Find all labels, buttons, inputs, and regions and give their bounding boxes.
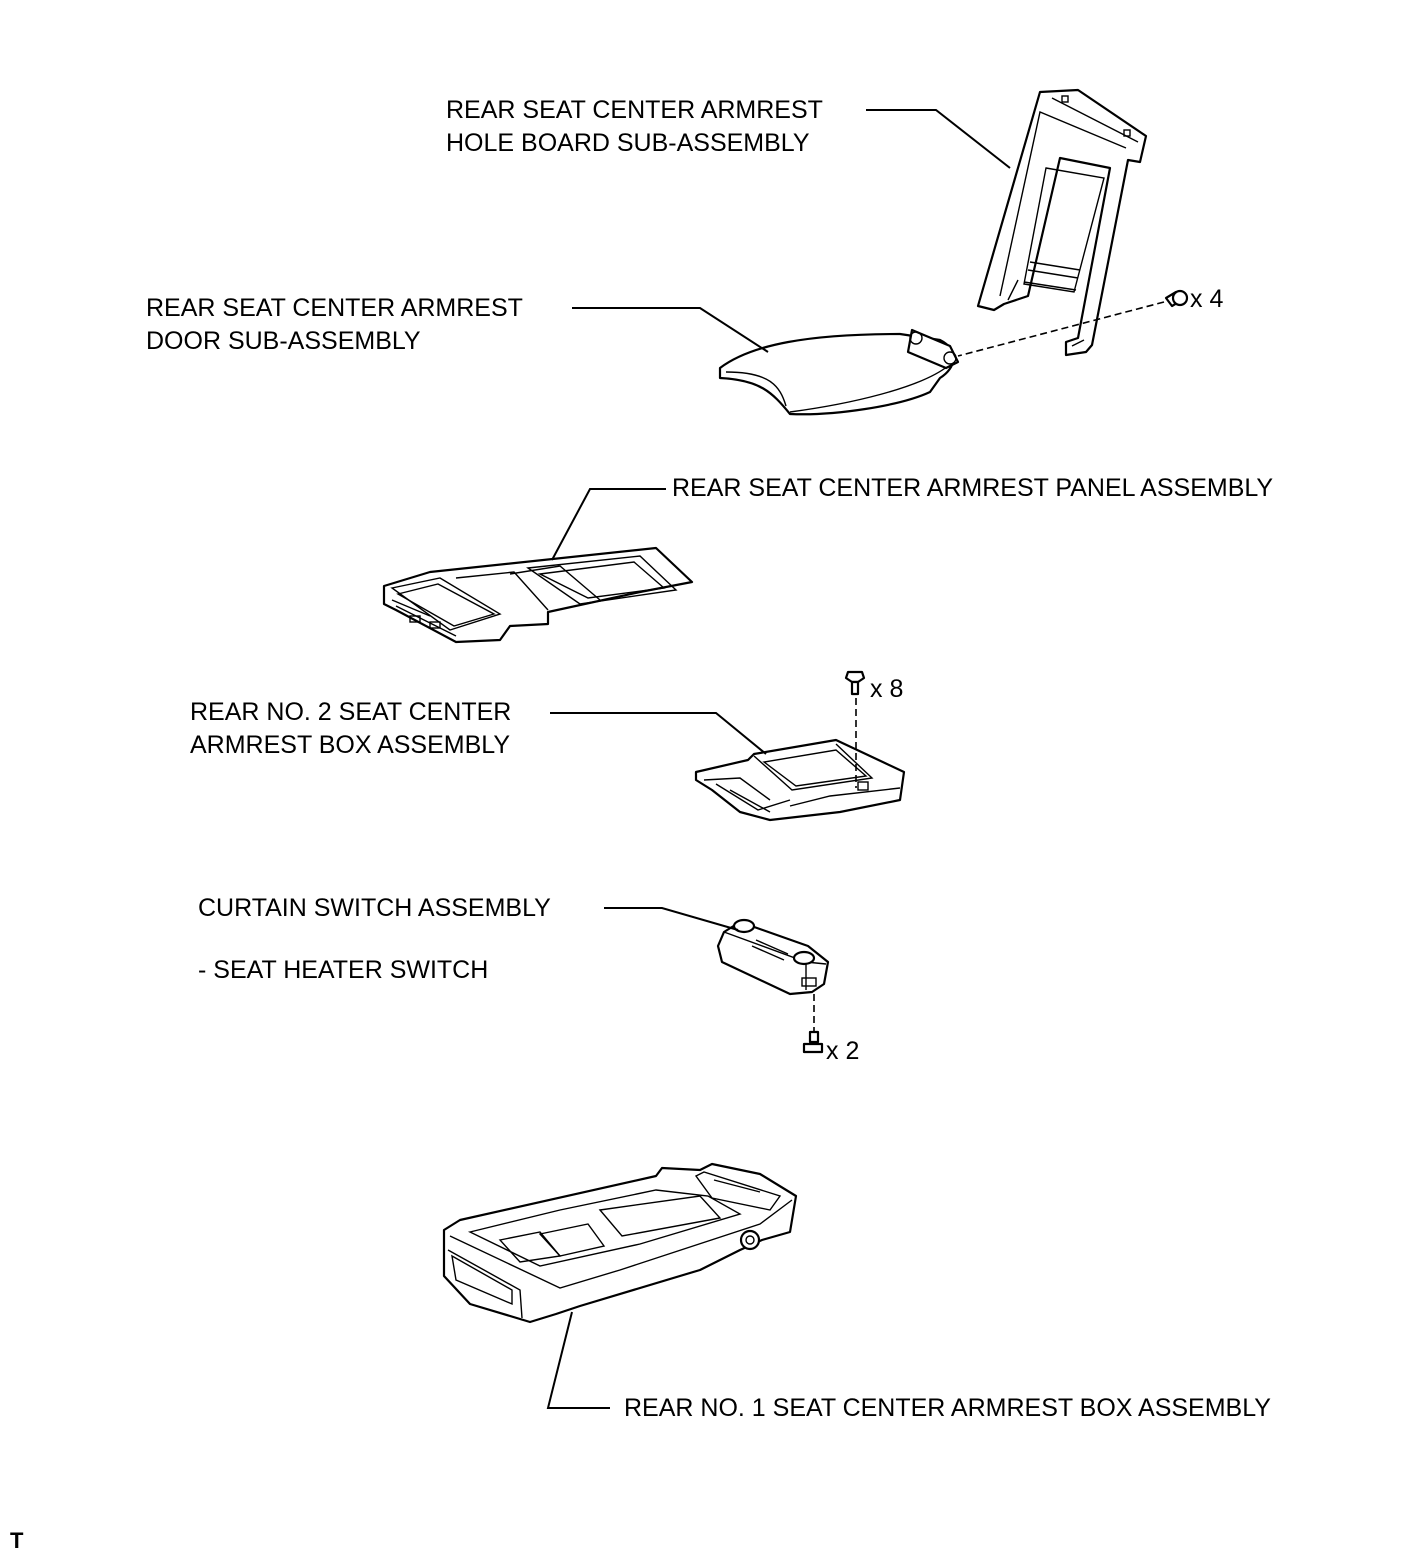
door-label-line2: DOOR SUB-ASSEMBLY	[146, 327, 421, 355]
curtain-switch-drawing	[716, 918, 830, 996]
no2-box-label-line1: REAR NO. 2 SEAT CENTER	[190, 698, 512, 726]
panel-label: REAR SEAT CENTER ARMREST PANEL ASSEMBLY	[672, 472, 1273, 505]
screw-icon	[802, 1030, 824, 1054]
curtain-switch-label-line1: CURTAIN SWITCH ASSEMBLY	[198, 894, 551, 922]
panel-label-line1: REAR SEAT CENTER ARMREST PANEL ASSEMBLY	[672, 474, 1274, 502]
hole-board-screw-dashline	[957, 301, 1165, 357]
hole-board-label-line2: HOLE BOARD SUB-ASSEMBLY	[446, 129, 810, 157]
no1-box-drawing	[442, 1162, 798, 1324]
curtain-switch-leader	[604, 907, 739, 931]
hole-board-leader	[866, 109, 1011, 169]
door-label: REAR SEAT CENTER ARMREST DOOR SUB-ASSEMB…	[146, 292, 523, 358]
no2-box-leader	[550, 712, 767, 755]
no2-box-label-line2: ARMREST BOX ASSEMBLY	[190, 731, 511, 759]
no1-box-label: REAR NO. 1 SEAT CENTER ARMREST BOX ASSEM…	[624, 1392, 1271, 1425]
no2-box-label: REAR NO. 2 SEAT CENTER ARMREST BOX ASSEM…	[190, 696, 511, 762]
hole-board-label: REAR SEAT CENTER ARMREST HOLE BOARD SUB-…	[446, 94, 823, 160]
door-drawing	[718, 328, 960, 416]
panel-drawing	[382, 546, 694, 644]
switch-screw-qty: x 2	[826, 1037, 860, 1065]
screw-icon	[1164, 289, 1189, 308]
seat-heater-switch-label-line: - SEAT HEATER SWITCH	[198, 956, 489, 984]
no1-box-leader	[546, 1311, 610, 1409]
door-leader	[572, 307, 769, 353]
seat-heater-switch-label: - SEAT HEATER SWITCH	[198, 954, 488, 987]
hole-board-label-line1: REAR SEAT CENTER ARMREST	[446, 96, 823, 124]
door-label-line1: REAR SEAT CENTER ARMREST	[146, 294, 523, 322]
no1-box-label-line1: REAR NO. 1 SEAT CENTER ARMREST BOX ASSEM…	[624, 1394, 1271, 1422]
curtain-switch-label: CURTAIN SWITCH ASSEMBLY	[198, 892, 551, 925]
hole-board-drawing	[976, 88, 1148, 357]
screw-icon	[844, 670, 866, 696]
box-screw-qty: x 8	[870, 675, 904, 703]
corner-mark: T	[10, 1528, 24, 1553]
hole-board-screw-qty: x 4	[1190, 285, 1224, 313]
panel-leader	[551, 488, 666, 561]
no2-box-drawing	[694, 738, 906, 822]
